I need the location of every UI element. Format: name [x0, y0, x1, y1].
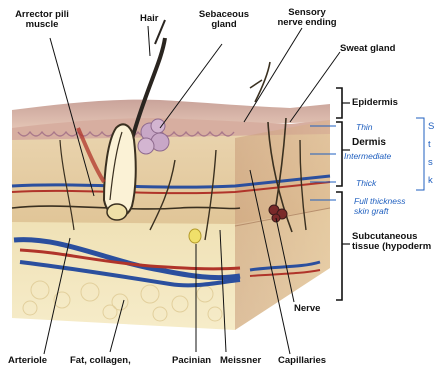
label-dermis: Dermis [352, 138, 386, 148]
label-fat-collagen: Fat, collagen, [70, 356, 131, 366]
label-thin: Thin [356, 122, 373, 132]
label-hair: Hair [140, 14, 158, 24]
label-capillaries: Capillaries [278, 356, 326, 366]
label-subcutaneous: Subcutaneous tissue (hypoderm [352, 232, 431, 252]
label-sweat-gland: Sweat gland [340, 44, 395, 54]
label-meissner: Meissner [220, 356, 261, 366]
label-epidermis: Epidermis [352, 98, 398, 108]
side-mark-4: k [428, 176, 433, 186]
side-mark-2: t [428, 140, 431, 150]
label-intermediate: Intermediate [344, 151, 391, 161]
hair-bulb [107, 204, 127, 220]
side-mark-3: s [428, 158, 433, 168]
label-arrector-pili: Arrector pili muscle [6, 10, 78, 30]
label-full-thickness-graft: Full thickness skin graft [354, 196, 406, 216]
sensory-nerve-line [255, 62, 270, 102]
pacinian-corpuscle [189, 229, 201, 243]
label-thick: Thick [356, 178, 376, 188]
side-mark-1: S [428, 122, 434, 132]
label-sensory-nerve-ending: Sensory nerve ending [272, 8, 342, 28]
label-sebaceous-gland: Sebaceous gland [192, 10, 256, 30]
label-nerve: Nerve [294, 304, 320, 314]
label-arteriole: Arteriole [8, 356, 47, 366]
label-pacinian: Pacinian [172, 356, 211, 366]
